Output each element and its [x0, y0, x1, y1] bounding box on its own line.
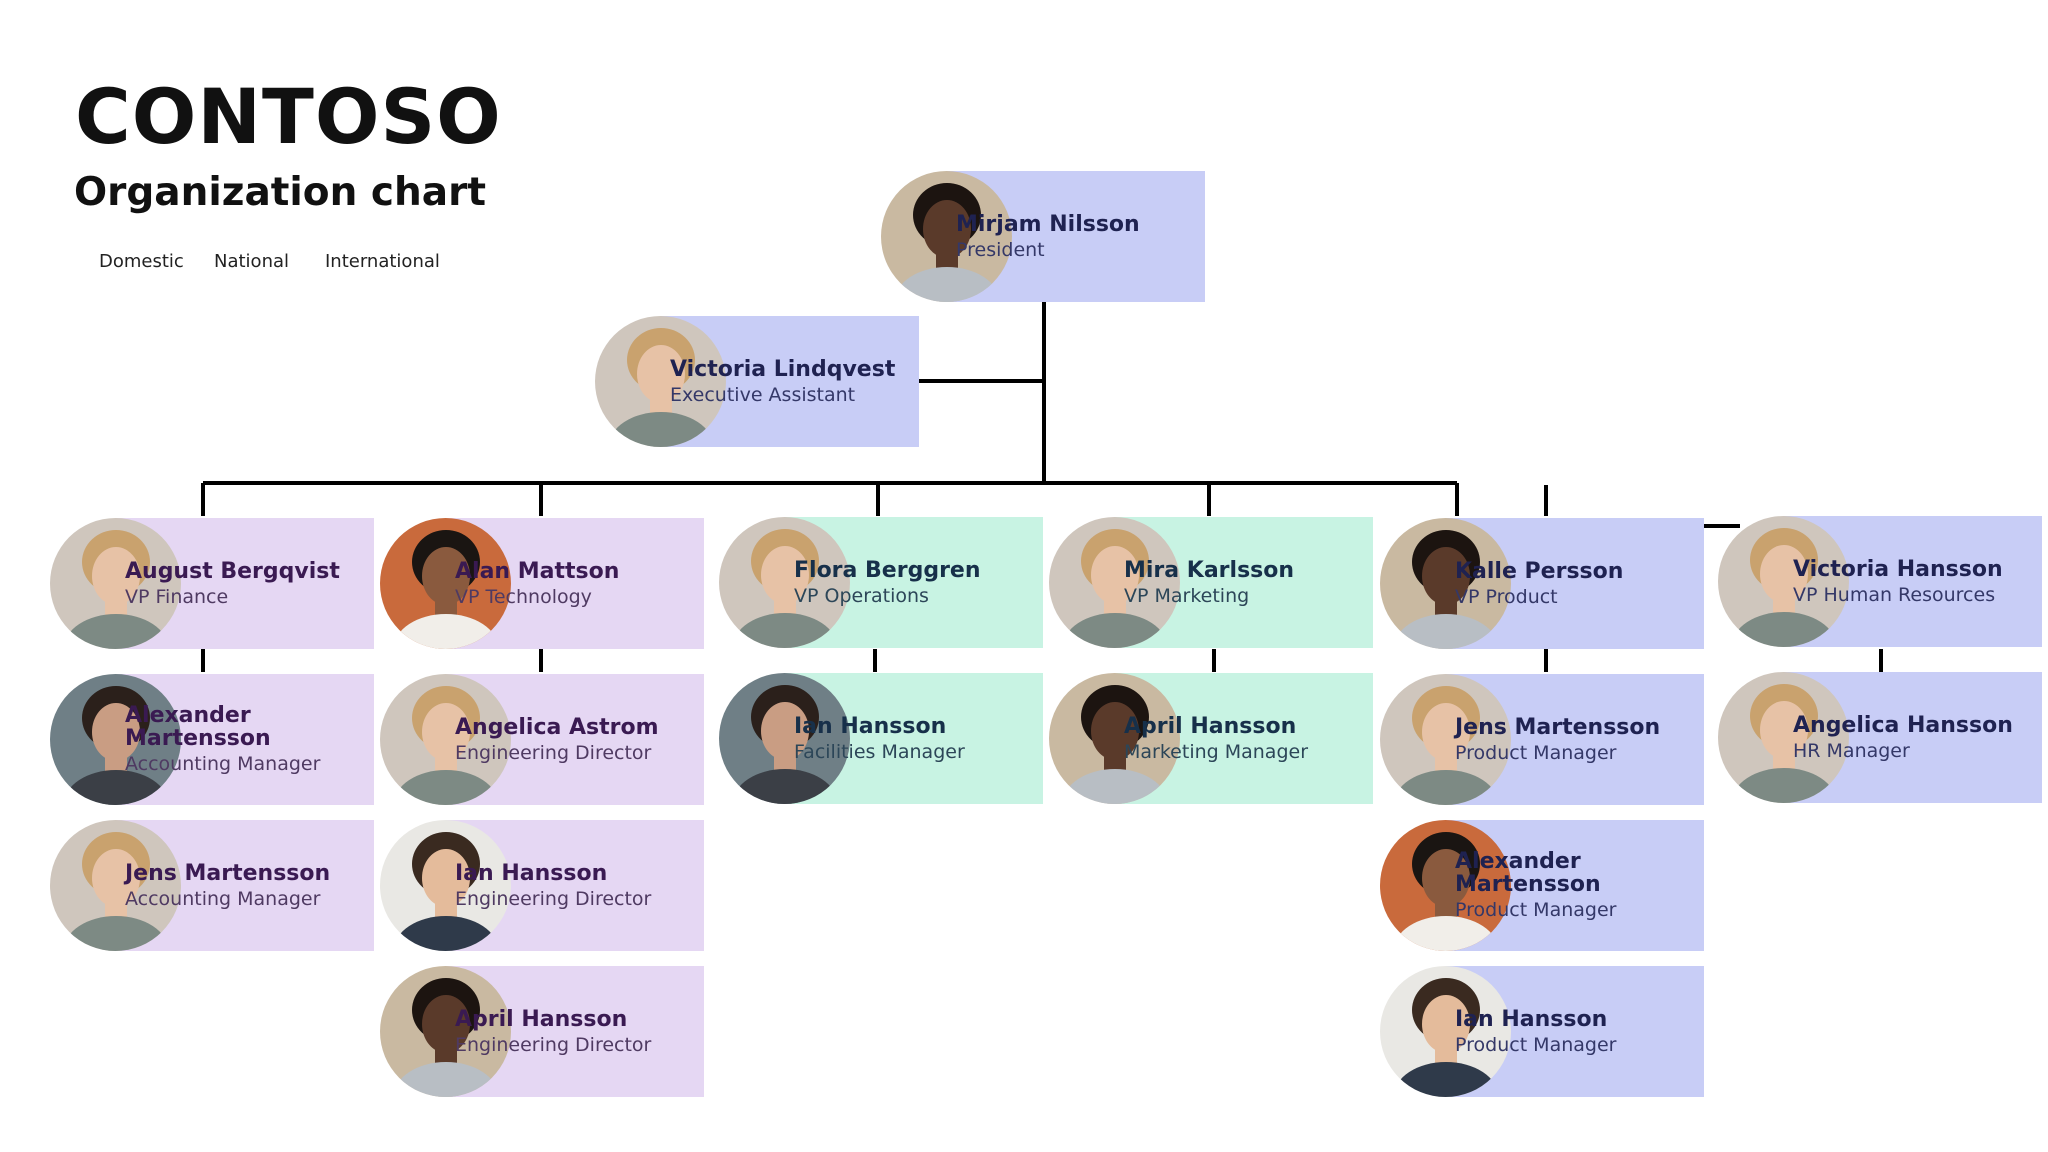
avatar	[595, 316, 726, 447]
person-name: Kalle Persson	[1455, 558, 1624, 584]
person-name: Angelica Astrom	[455, 714, 659, 740]
person-name: Angelica Hansson	[1793, 712, 2013, 738]
person-name: Alexander Martensson	[125, 703, 271, 751]
avatar	[50, 820, 181, 951]
person-role: Accounting Manager	[125, 887, 321, 910]
avatar	[1380, 966, 1511, 1097]
avatar	[719, 517, 850, 648]
person-role: Product Manager	[1455, 1033, 1617, 1056]
person-role: VP Human Resources	[1793, 583, 1996, 606]
avatar	[1380, 820, 1511, 951]
person-role: VP Operations	[794, 584, 929, 607]
avatar	[380, 820, 511, 951]
person-role: Marketing Manager	[1124, 740, 1309, 763]
person-role: VP Marketing	[1124, 584, 1250, 607]
person-name: Ian Hansson	[794, 713, 947, 739]
avatar	[1380, 518, 1511, 649]
person-role: VP Technology	[455, 585, 592, 608]
person-name: Ian Hansson	[455, 860, 608, 886]
person-name: Flora Berggren	[794, 557, 981, 583]
avatar	[1049, 517, 1180, 648]
chart-title: CONTOSO	[75, 72, 502, 161]
person-role: VP Finance	[125, 585, 229, 608]
avatar	[1718, 516, 1849, 647]
person-role: Engineering Director	[455, 1033, 652, 1056]
person-name: Mira Karlsson	[1124, 557, 1295, 583]
person-name: Victoria Lindqvest	[670, 356, 896, 382]
person-name: Alan Mattson	[455, 558, 620, 584]
person-role: Product Manager	[1455, 741, 1617, 764]
person-role: Accounting Manager	[125, 753, 321, 775]
person-role: Engineering Director	[455, 741, 652, 764]
avatar	[50, 518, 181, 649]
person-role: VP Product	[1455, 585, 1558, 608]
legend-national: National	[214, 251, 290, 272]
person-role: Engineering Director	[455, 887, 652, 910]
person-name: Jens Martensson	[125, 860, 331, 886]
person-role: Facilities Manager	[794, 740, 965, 763]
person-name: Jens Martensson	[1455, 714, 1661, 740]
person-role: President	[956, 238, 1045, 261]
person-name: April Hansson	[1124, 713, 1297, 739]
avatar	[380, 966, 511, 1097]
legend-international: International	[325, 251, 440, 272]
person-name: Mirjam Nilsson	[956, 211, 1140, 237]
person-name: Ian Hansson	[1455, 1006, 1608, 1032]
avatar	[1718, 672, 1849, 803]
chart-subtitle: Organization chart	[74, 170, 486, 215]
avatar	[1049, 673, 1180, 804]
person-role: Product Manager	[1455, 899, 1617, 921]
avatar	[380, 674, 511, 805]
person-role: HR Manager	[1793, 739, 1910, 762]
person-name: August Bergqvist	[125, 558, 340, 584]
avatar	[881, 171, 1012, 302]
legend-domestic: Domestic	[99, 251, 184, 272]
person-role: Executive Assistant	[670, 383, 856, 406]
person-name: Alexander Martensson	[1455, 849, 1601, 897]
person-name: April Hansson	[455, 1006, 628, 1032]
person-name: Victoria Hansson	[1793, 556, 2003, 582]
avatar	[380, 518, 511, 649]
avatar	[719, 673, 850, 804]
avatar	[50, 674, 181, 805]
avatar	[1380, 674, 1511, 805]
